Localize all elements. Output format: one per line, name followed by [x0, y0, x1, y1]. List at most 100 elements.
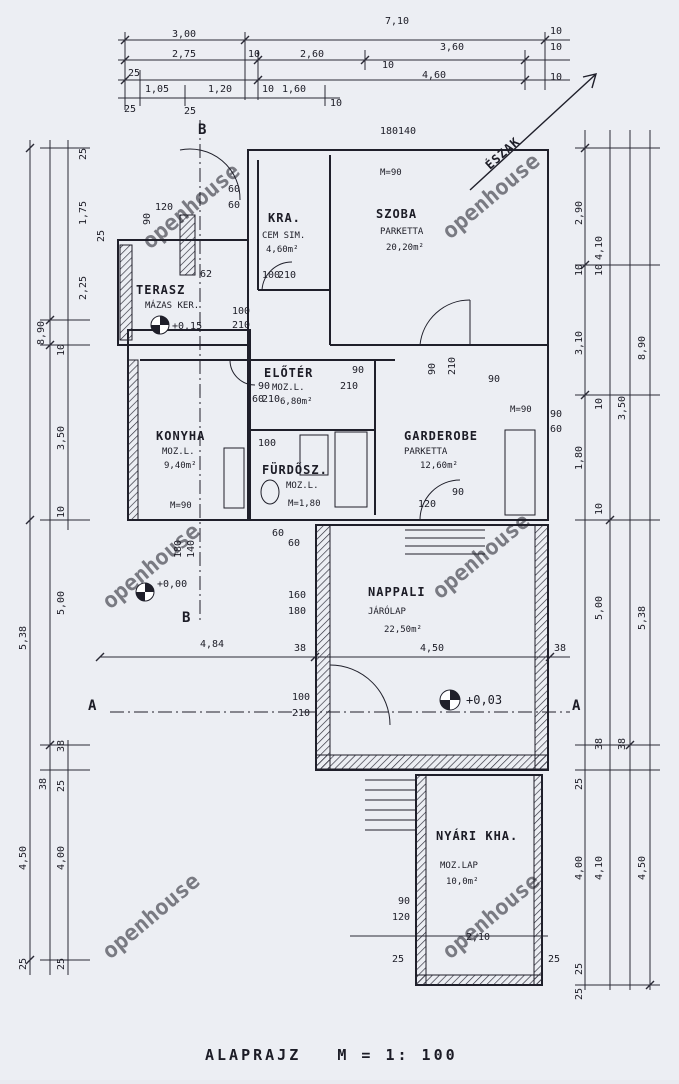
- dim-left: 38: [38, 778, 49, 790]
- dim-interior: 140: [186, 540, 197, 558]
- dim-interior: 25: [548, 954, 560, 965]
- dim-interior: 25: [392, 954, 404, 965]
- room-floor: CEM SIM.: [262, 231, 305, 241]
- dim-interior: 60: [228, 200, 240, 211]
- dim-top: 10: [248, 49, 260, 60]
- dim-right: 3,10: [574, 331, 585, 355]
- level-marker-nappali: [439, 689, 461, 711]
- dim-interior: 210: [232, 320, 250, 331]
- room-eloter: ELŐTÉR MOZ.L. 6,80m²: [264, 365, 313, 407]
- dim-interior: 100: [292, 692, 310, 703]
- dim-interior: 62: [200, 269, 212, 280]
- dim-left: 2,25: [78, 276, 89, 300]
- fixtures: [223, 429, 536, 516]
- level-markers: [135, 315, 461, 711]
- room-floor: PARKETTA: [404, 447, 448, 457]
- room-name: GARDEROBE: [404, 429, 478, 443]
- dim-top: 25: [128, 68, 140, 79]
- dim-right: 5,38: [637, 606, 648, 630]
- dim-right: 10: [574, 264, 585, 276]
- room-area: 20,20m²: [386, 243, 424, 253]
- dim-interior: 180: [288, 606, 306, 617]
- dim-interior: 4,84: [200, 639, 224, 650]
- dim-interior: 100: [262, 270, 280, 281]
- level-label: +0,03: [466, 693, 502, 707]
- dim-interior: 180: [380, 126, 398, 137]
- dim-left: 4,50: [18, 846, 29, 870]
- dim-right: 1,80: [574, 446, 585, 470]
- dim-left: 1,75: [78, 201, 89, 225]
- level-label: +0,00: [157, 579, 187, 590]
- room-garderobe: GARDEROBE PARKETTA 12,60m²: [404, 429, 478, 471]
- dim-right: 5,00: [594, 596, 605, 620]
- dim-left: 25: [18, 958, 29, 970]
- room-name: KONYHA: [156, 429, 205, 443]
- dim-interior: 90: [352, 365, 364, 376]
- dim-interior: 120: [418, 499, 436, 510]
- dim-right: 8,90: [637, 336, 648, 360]
- dim-top: 10: [550, 42, 562, 53]
- dim-interior: 180: [173, 540, 184, 558]
- dim-right: 4,00: [574, 856, 585, 880]
- dim-top: 7,10: [385, 16, 409, 27]
- dim-left: 10: [56, 506, 67, 518]
- room-name: TERASZ: [136, 283, 185, 297]
- room-name: ELŐTÉR: [264, 365, 313, 380]
- dim-top: 2,60: [300, 49, 324, 60]
- dim-interior: 60: [252, 394, 264, 405]
- room-floor: MOZ.L.: [272, 383, 305, 393]
- dim-left: 5,00: [56, 591, 67, 615]
- dim-right: 4,50: [637, 856, 648, 880]
- room-furdoszoba: FÜRDŐSZ. MOZ.L.: [262, 462, 328, 491]
- dim-top: 25: [184, 106, 196, 117]
- dim-interior: 4,50: [420, 643, 444, 654]
- dim-right: 10: [594, 503, 605, 515]
- room-area: 4,60m²: [266, 245, 299, 255]
- room-name: FÜRDŐSZ.: [262, 462, 328, 477]
- room-terasz: TERASZ MÁZAS KER.: [136, 283, 199, 311]
- dim-interior: 90: [427, 363, 438, 375]
- dim-left: 25: [96, 230, 107, 242]
- stairs: [365, 529, 485, 831]
- section-marker: A: [88, 698, 97, 714]
- room-konyha: KONYHA MOZ.L. 9,40m²: [156, 429, 205, 471]
- dim-interior: 210: [262, 394, 280, 405]
- dimension-ticks: [25, 35, 655, 990]
- room-floor: MÁZAS KER.: [145, 299, 199, 311]
- dim-interior: 38: [554, 643, 566, 654]
- dim-right: 10: [594, 398, 605, 410]
- dim-top: 25: [124, 104, 136, 115]
- dim-top: 1,20: [208, 84, 232, 95]
- wall-hatching: [119, 214, 549, 986]
- dim-top: 10: [550, 72, 562, 83]
- dim-top: 10: [382, 60, 394, 71]
- dim-right: 38: [594, 738, 605, 750]
- room-floor: MOZ.L.: [286, 481, 319, 491]
- dim-interior: 100: [232, 306, 250, 317]
- room-area: 10,0m²: [446, 877, 479, 887]
- dim-right: 25: [574, 988, 585, 1000]
- dim-interior: 120: [155, 202, 173, 213]
- dim-top: 2,75: [172, 49, 196, 60]
- dim-left: 38: [56, 740, 67, 752]
- dim-left: 4,00: [56, 846, 67, 870]
- dim-left: 8,90: [36, 321, 47, 345]
- dim-top: 4,60: [422, 70, 446, 81]
- dim-interior: 210: [340, 381, 358, 392]
- dim-interior: 100: [258, 438, 276, 449]
- dim-left: 25: [56, 958, 67, 970]
- level-marker-terasz: [150, 315, 170, 335]
- dimension-labels: 3,00 7,10 2,75 10 2,60 3,60 10 10 1,05 1…: [18, 16, 648, 1000]
- dim-top: 1,05: [145, 84, 169, 95]
- dim-interior: 210: [447, 357, 458, 375]
- dim-right: 25: [574, 778, 585, 790]
- dim-left: 25: [56, 780, 67, 792]
- room-kra: KRA. CEM SIM. 4,60m²: [262, 211, 305, 255]
- dim-left: 10: [56, 344, 67, 356]
- room-name: KRA.: [268, 211, 301, 225]
- room-name: NYÁRI KHA.: [436, 828, 518, 843]
- dim-interior: 210: [278, 270, 296, 281]
- drawing-title: ALAPRAJZ M = 1: 100: [205, 1046, 458, 1064]
- dim-interior: 140: [398, 126, 416, 137]
